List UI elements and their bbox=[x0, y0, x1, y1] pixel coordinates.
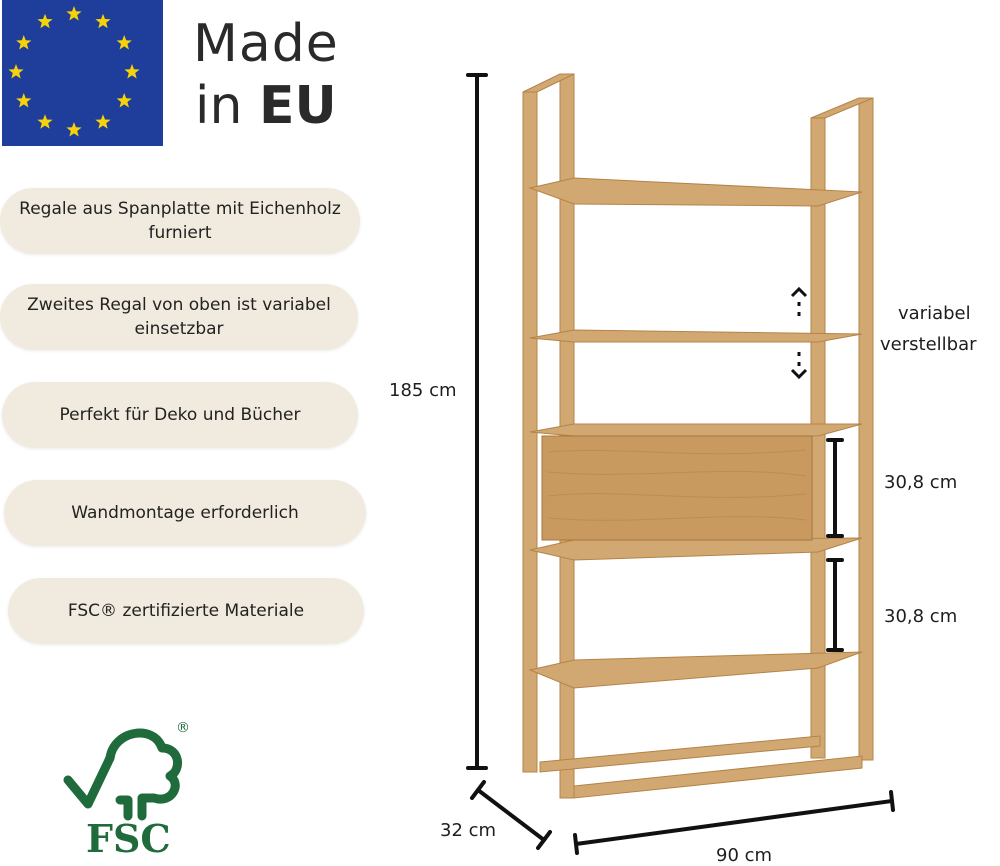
feature-pill-wall-mount: Wandmontage erforderlich bbox=[4, 480, 366, 546]
shelf-gap-label-1: 30,8 cm bbox=[884, 472, 958, 493]
wood-grain bbox=[547, 449, 807, 521]
fsc-registered-mark: ® bbox=[176, 720, 190, 736]
shelf-frame bbox=[522, 73, 874, 799]
adjustable-label-line2: verstellbar bbox=[880, 334, 977, 355]
depth-dimension-line bbox=[470, 780, 552, 850]
eu-star-icon bbox=[95, 13, 111, 29]
feature-text: Perfekt für Deko und Bücher bbox=[59, 405, 301, 425]
eu-star-icon bbox=[66, 122, 82, 137]
eu-stars-graphic bbox=[8, 6, 140, 137]
feature-pill-veneer: Regale aus Spanplatte mit Eichenholz fur… bbox=[0, 188, 360, 254]
adjust-arrows-icon bbox=[790, 286, 808, 380]
depth-label: 32 cm bbox=[440, 820, 497, 841]
feature-text: Regale aus Spanplatte mit Eichenholz fur… bbox=[19, 199, 341, 243]
in-word: in bbox=[195, 76, 243, 136]
feature-pill-adjustable: Zweites Regal von oben ist variabel eins… bbox=[0, 284, 358, 350]
eu-star-icon bbox=[66, 6, 82, 21]
feature-text: FSC® zertifizierte Materiale bbox=[67, 601, 305, 621]
adjustable-label-line1: variabel bbox=[898, 303, 971, 324]
shelf-gap-label-2: 30,8 cm bbox=[884, 606, 958, 627]
back-panel bbox=[541, 435, 813, 541]
fsc-label: FSC bbox=[86, 816, 171, 858]
eu-star-icon bbox=[124, 64, 140, 79]
eu-star-icon bbox=[37, 13, 53, 29]
feature-text: Zweites Regal von oben ist variabel eins… bbox=[27, 295, 331, 339]
eu-star-icon bbox=[37, 114, 53, 129]
width-label: 90 cm bbox=[716, 845, 773, 866]
made-in-eu-title-line1: Made bbox=[193, 18, 339, 70]
eu-star-icon bbox=[116, 35, 132, 50]
eu-star-icon bbox=[8, 64, 24, 79]
width-dimension-line bbox=[573, 790, 895, 855]
feature-pill-decor: Perfekt für Deko und Bücher bbox=[2, 382, 358, 448]
height-label: 185 cm bbox=[389, 380, 457, 401]
eu-star-icon bbox=[116, 93, 132, 108]
eu-star-icon bbox=[16, 93, 32, 108]
feature-pill-fsc: FSC® zertifizierte Materiale bbox=[8, 578, 364, 644]
eu-word: EU bbox=[258, 76, 337, 136]
height-dimension-line bbox=[466, 73, 488, 770]
feature-text: Wandmontage erforderlich bbox=[71, 503, 299, 523]
fsc-tree-check-icon: ® FSC bbox=[63, 720, 190, 861]
made-word: Made bbox=[193, 14, 339, 74]
shelf-gap-dimension-lines bbox=[826, 438, 844, 652]
fsc-logo: ® FSC bbox=[62, 718, 192, 861]
eu-star-icon bbox=[95, 114, 111, 129]
eu-flag-icon bbox=[2, 0, 163, 146]
made-in-eu-title-line2: in EU bbox=[195, 80, 337, 132]
eu-star-icon bbox=[16, 35, 32, 50]
